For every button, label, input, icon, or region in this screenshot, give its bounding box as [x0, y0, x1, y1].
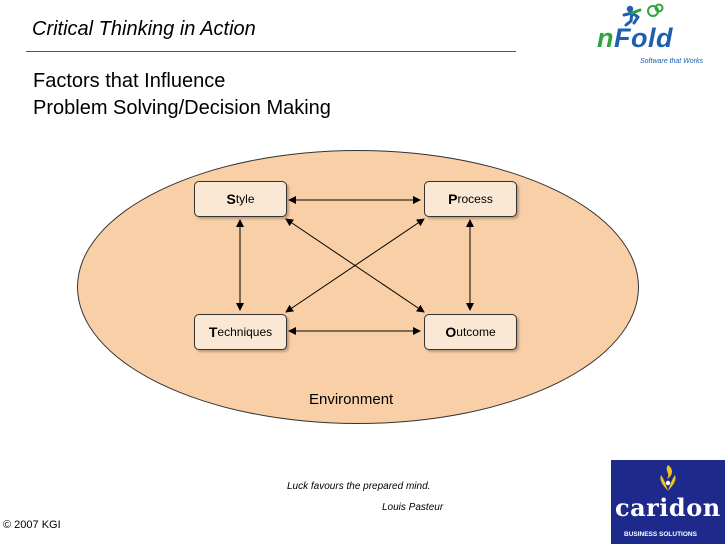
header-divider: [26, 51, 516, 52]
quote-text: Luck favours the prepared mind.: [287, 481, 431, 492]
header-title: Critical Thinking in Action: [32, 18, 256, 40]
nfold-letters-fold: Fold: [614, 23, 673, 53]
node-techniques-rest: echniques: [217, 325, 273, 339]
nfold-letter-n: n: [597, 23, 614, 53]
environment-label: Environment: [309, 391, 394, 408]
node-style-rest: tyle: [235, 192, 255, 206]
flame-figure-icon: [660, 465, 676, 491]
caridon-subtitle: BUSINESS SOLUTIONS: [624, 531, 697, 538]
nfold-wordmark: nFold: [597, 25, 673, 52]
node-process-rest: rocess: [457, 192, 493, 206]
node-style-initial: S: [226, 191, 236, 207]
caridon-logo: caridon BUSINESS SOLUTIONS: [611, 460, 725, 544]
node-outcome-rest: utcome: [456, 325, 496, 339]
nfold-tagline: Software that Works: [640, 58, 704, 65]
runner-icon: [622, 3, 664, 27]
node-process-initial: P: [448, 191, 458, 207]
nfold-logo: nFold Software that Works: [594, 2, 726, 68]
arrow-process-techniques: [285, 218, 425, 313]
slide-title-line-2: Problem Solving/Decision Making: [33, 97, 331, 119]
node-techniques-initial: T: [208, 324, 218, 340]
slide-title-line-1: Factors that Influence: [33, 70, 226, 92]
node-outcome-initial: O: [445, 324, 457, 340]
caridon-wordmark: caridon: [615, 493, 721, 522]
quote-author: Louis Pasteur: [382, 502, 444, 513]
copyright-notice: © 2007 KGI: [3, 519, 61, 531]
slide-title: Factors that Influence Problem Solving/D…: [33, 68, 331, 122]
